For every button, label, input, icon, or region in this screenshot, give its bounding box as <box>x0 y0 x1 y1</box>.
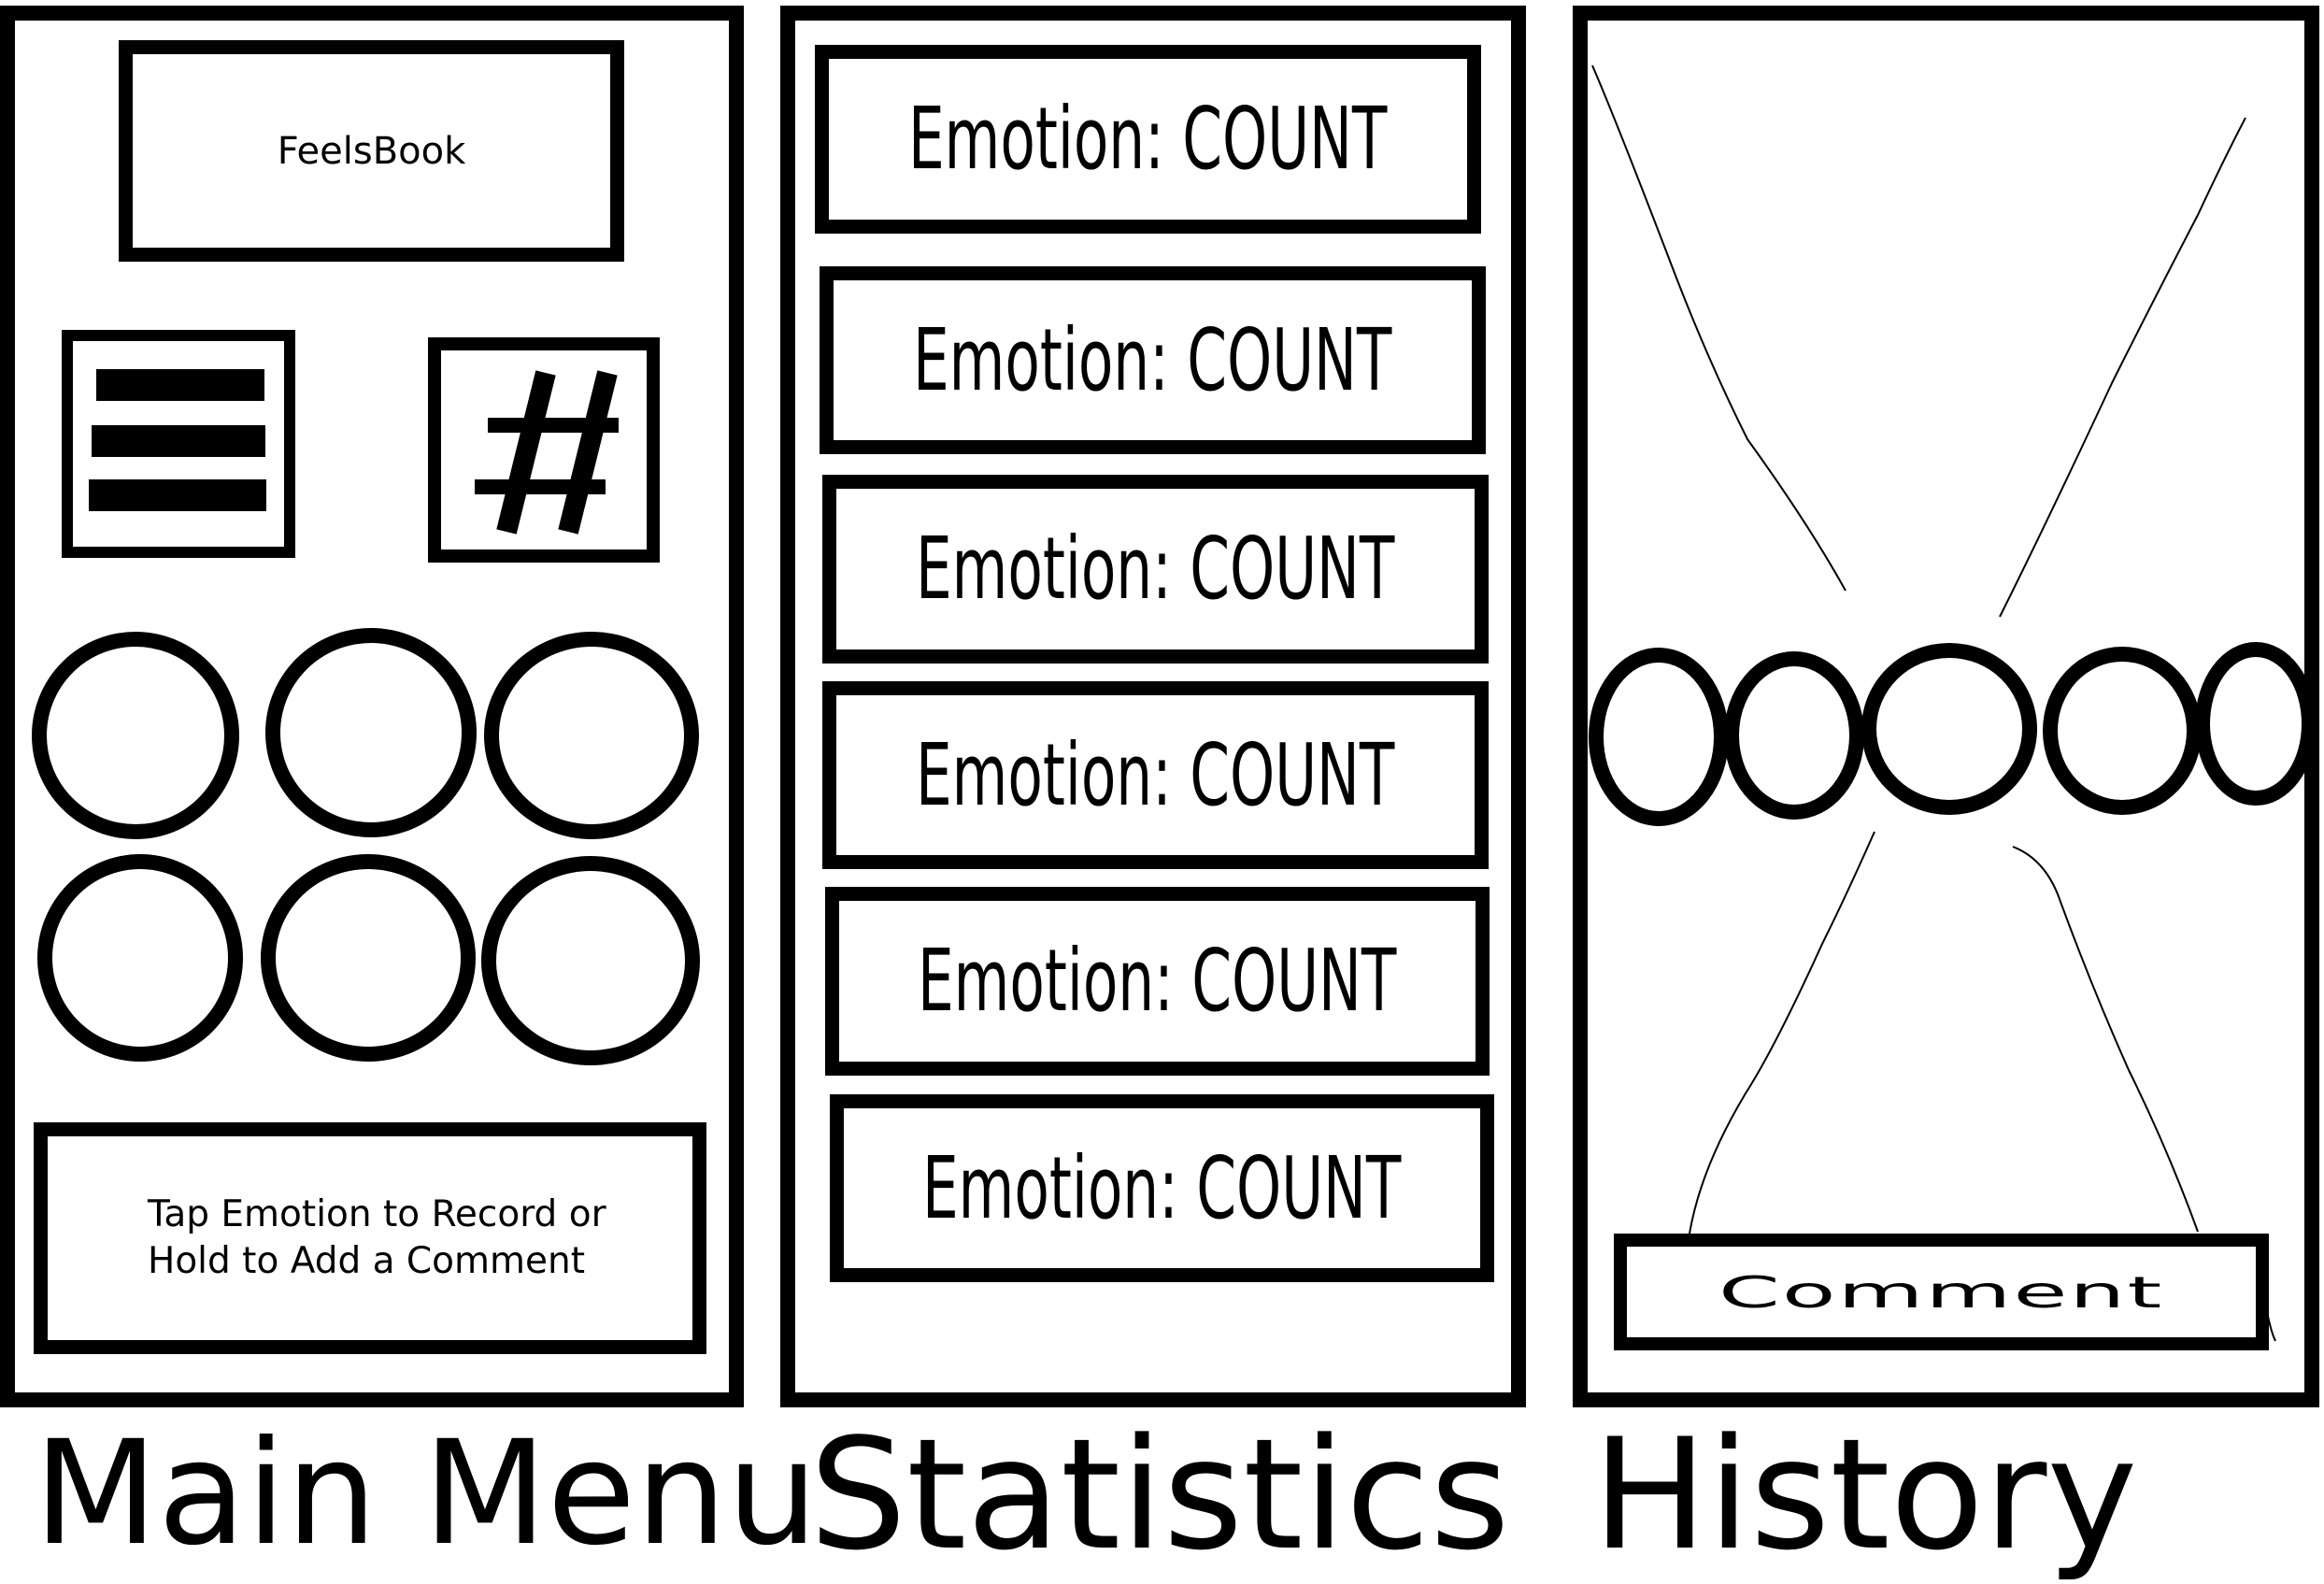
app-title-box: FeelsBook <box>119 40 624 262</box>
emotion-count-label: Emotion: COUNT <box>913 309 1392 410</box>
hash-icon <box>475 370 619 535</box>
statistics-button[interactable] <box>428 337 660 563</box>
emotion-count-label: Emotion: COUNT <box>916 519 1395 619</box>
app-title: FeelsBook <box>277 129 466 173</box>
emotion-chip[interactable] <box>1724 651 1864 820</box>
emotion-count-label: Emotion: COUNT <box>908 89 1388 189</box>
emotion-count-row: Emotion: COUNT <box>815 45 1481 234</box>
history-caption: History <box>1592 1406 2138 1584</box>
emotion-chip[interactable] <box>1861 643 2037 815</box>
list-button[interactable] <box>62 330 295 558</box>
emotion-count-label: Emotion: COUNT <box>916 724 1395 825</box>
emotion-count-row: Emotion: COUNT <box>820 266 1486 454</box>
hamburger-bar <box>96 369 264 401</box>
emotion-chip[interactable] <box>2195 642 2317 806</box>
instruction-box: Tap Emotion to Record or Hold to Add a C… <box>34 1122 706 1354</box>
emotion-count-row: Emotion: COUNT <box>830 1094 1494 1282</box>
emotion-chip[interactable] <box>1589 648 1729 826</box>
emotion-count-label: Emotion: COUNT <box>918 931 1397 1031</box>
emotion-count-row: Emotion: COUNT <box>822 475 1489 664</box>
comment-box[interactable]: Comment <box>1614 1234 2269 1350</box>
emotion-chip[interactable] <box>2043 647 2202 815</box>
emotion-count-row: Emotion: COUNT <box>825 887 1490 1076</box>
comment-label: Comment <box>1718 1266 2164 1318</box>
hamburger-menu-icon <box>73 341 284 547</box>
statistics-caption: Statistics <box>809 1406 1510 1584</box>
instruction-line-2: Hold to Add a Comment <box>148 1240 585 1282</box>
hamburger-bar <box>89 479 266 511</box>
emotion-count-row: Emotion: COUNT <box>822 681 1489 869</box>
instruction-line-1: Tap Emotion to Record or <box>148 1193 606 1235</box>
hamburger-bar <box>92 425 265 457</box>
emotion-count-label: Emotion: COUNT <box>922 1137 1402 1238</box>
main-menu-caption: Main Menu <box>34 1410 819 1577</box>
